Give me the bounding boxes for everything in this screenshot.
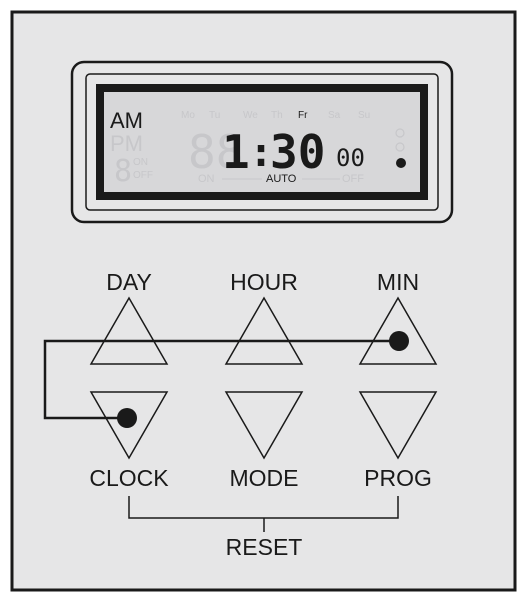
mode-off-label: OFF (342, 173, 364, 185)
day-we: We (243, 110, 258, 121)
prog-button-label: PROG (364, 465, 432, 491)
time-colon: : (249, 130, 273, 176)
time-minutes: 30 (270, 125, 325, 179)
mode-on-label: ON (198, 173, 215, 185)
time-hour: 1 (222, 125, 250, 179)
status-dot-icon (396, 158, 406, 168)
lcd-screen (104, 92, 420, 192)
day-tu: Tu (209, 110, 220, 121)
clock-indicator-icon (395, 142, 405, 152)
mode-button-label: MODE (230, 465, 299, 491)
min-up-button[interactable] (358, 296, 438, 365)
day-button-label: DAY (106, 269, 152, 295)
day-row: Mo Tu We Th Fr Sa Su (181, 110, 370, 121)
day-th: Th (271, 110, 283, 121)
mode-down-button[interactable] (224, 391, 304, 460)
reset-label: RESET (226, 534, 303, 560)
mode-auto-label: AUTO (266, 173, 297, 185)
clock-press-dot-icon (117, 408, 137, 428)
day-up-button[interactable] (89, 296, 169, 365)
program-digit: 8 (114, 154, 132, 189)
am-indicator: AM (110, 108, 143, 133)
day-fr: Fr (298, 110, 308, 121)
time-seconds: 00 (336, 144, 365, 172)
hour-up-button[interactable] (224, 296, 304, 365)
time-ghost-hours: 88 (188, 125, 243, 179)
min-press-dot-icon (389, 331, 409, 351)
day-su: Su (358, 110, 370, 121)
pm-indicator: PM (110, 131, 143, 156)
prog-down-button[interactable] (358, 391, 438, 460)
off-label: OFF (133, 170, 153, 181)
day-mo: Mo (181, 110, 195, 121)
day-sa: Sa (328, 110, 341, 121)
clock-button-label: CLOCK (89, 465, 169, 491)
hour-button-label: HOUR (230, 269, 298, 295)
connector-line (43, 339, 399, 420)
on-label: ON (133, 157, 148, 168)
min-button-label: MIN (377, 269, 419, 295)
indicator-ring-icon (395, 128, 405, 138)
